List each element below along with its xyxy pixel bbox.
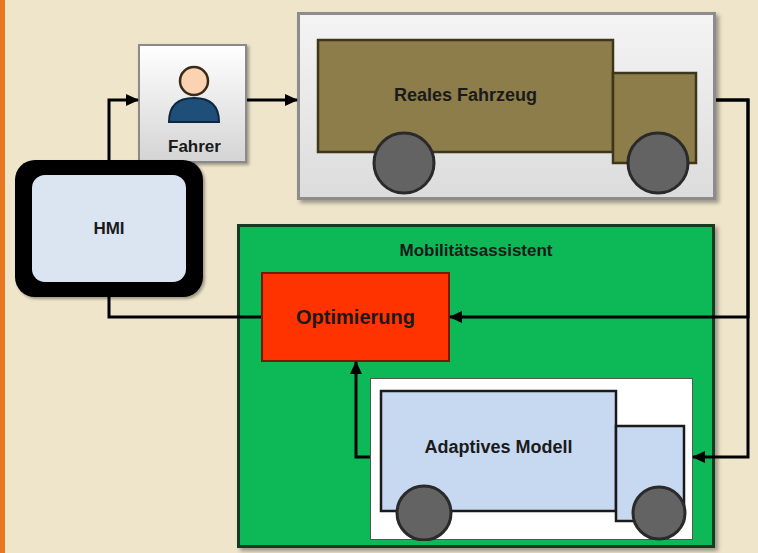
node-label: Mobilitätsassistent — [399, 241, 552, 261]
model-truck-illustration — [371, 379, 694, 541]
truck-illustration — [300, 15, 719, 203]
text-holder: Adaptives Modell — [381, 427, 616, 467]
text-holder: HMI — [32, 175, 186, 282]
optimization-box: Optimierung — [261, 272, 450, 362]
node-label: Adaptives Modell — [424, 437, 572, 458]
connector-arrow — [109, 100, 138, 160]
text-holder: Mobilitätsassistent — [240, 235, 712, 267]
text-holder: Reales Fahrzeug — [318, 75, 613, 115]
text-holder: Optimierung — [263, 274, 448, 360]
connector-arrow — [247, 99, 297, 102]
node-label: HMI — [93, 219, 124, 239]
driver-box: Fahrer — [138, 44, 247, 163]
node-label: Optimierung — [296, 306, 415, 329]
assistant-group: MobilitätsassistentOptimierungAdaptives … — [237, 224, 715, 548]
node-label: Reales Fahrzeug — [394, 85, 537, 106]
orange-strip — [0, 0, 5, 553]
node-label: Fahrer — [168, 137, 221, 157]
text-holder: Fahrer — [140, 130, 249, 163]
hmi-screen: HMI — [15, 160, 203, 297]
vehicle-panel: Reales Fahrzeug — [297, 12, 716, 200]
model-box: Adaptives Modell — [370, 378, 693, 540]
